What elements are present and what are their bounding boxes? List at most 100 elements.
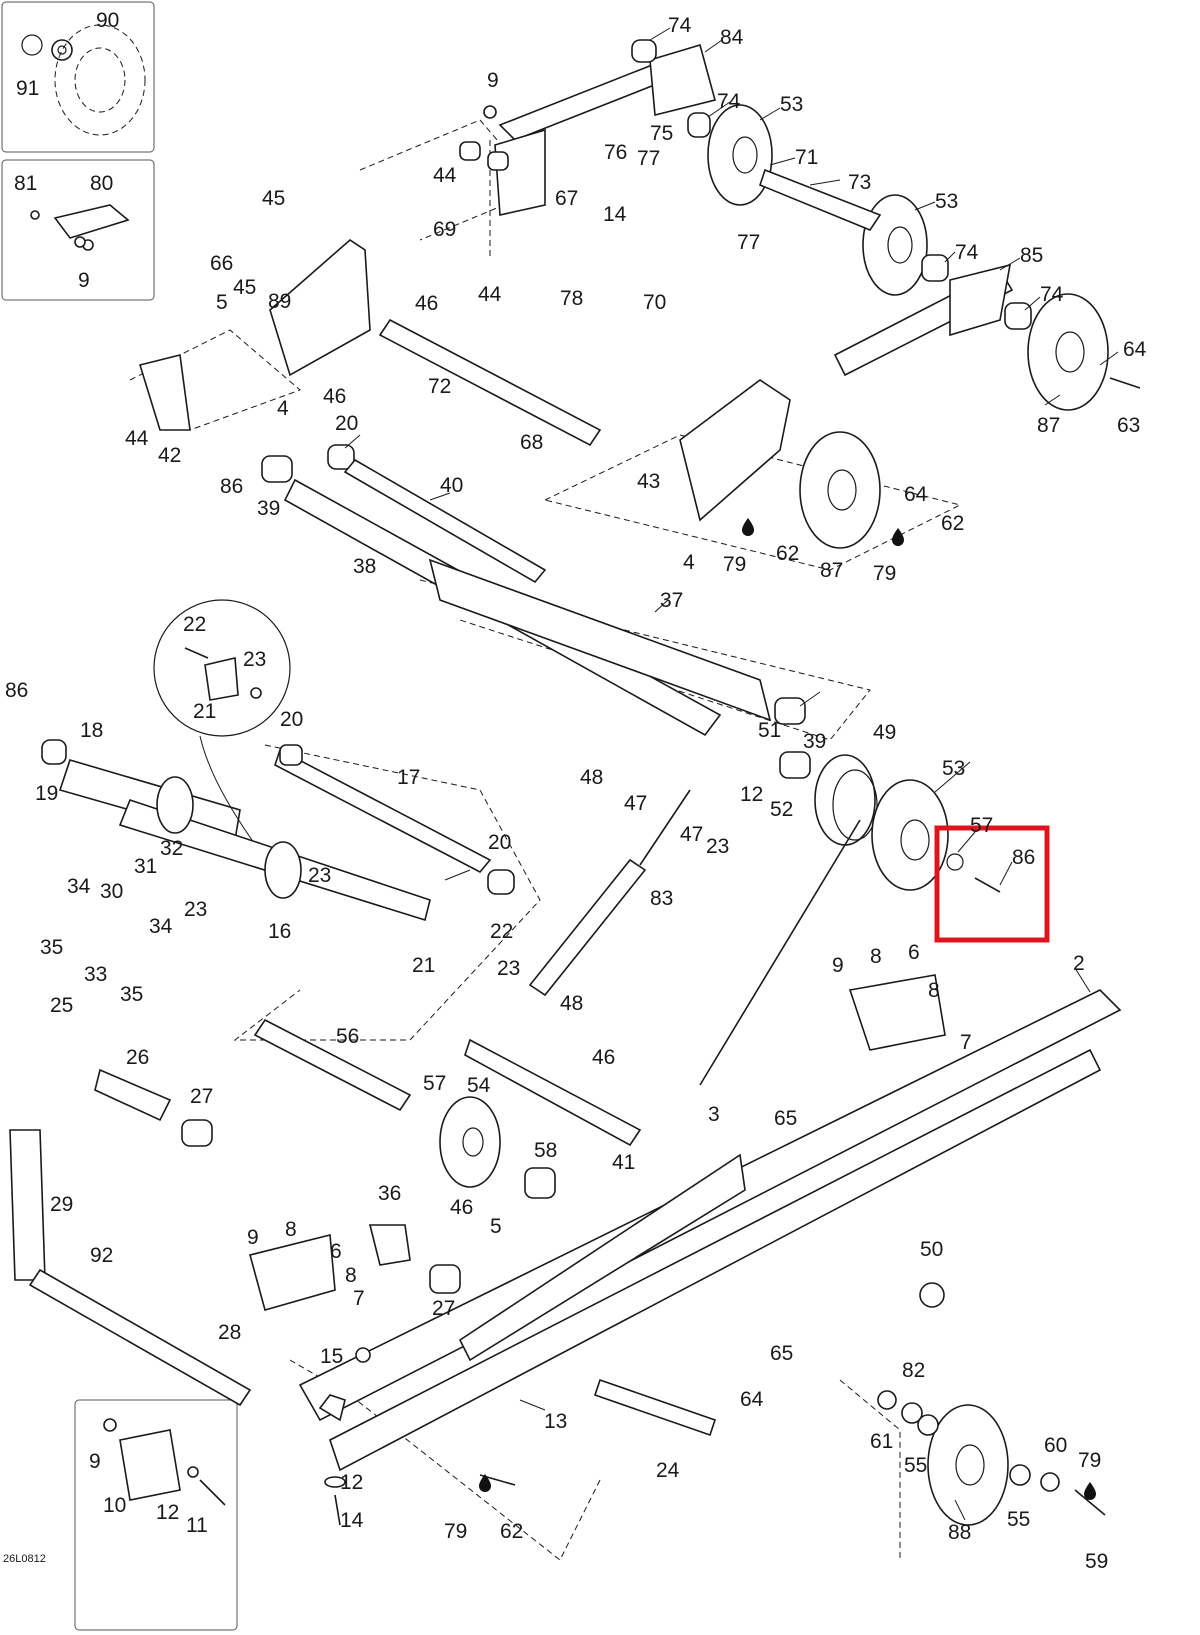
- callout-78: 78: [560, 287, 583, 310]
- oil-drop-icon: [892, 528, 904, 546]
- callout-23: 23: [497, 957, 520, 980]
- callout-labels: 90 91 81 80 9 74 84 9 74 53 75 76 77 71 …: [3, 9, 1147, 1573]
- callout-44: 44: [433, 164, 457, 187]
- callout-6: 6: [908, 941, 920, 964]
- callout-41: 41: [612, 1151, 635, 1174]
- rear-arm-assembly: [41, 739, 515, 922]
- callout-36: 36: [378, 1182, 401, 1205]
- callout-27: 27: [190, 1085, 213, 1108]
- callout-44: 44: [478, 283, 502, 306]
- callout-7: 7: [960, 1031, 972, 1054]
- callout-64: 64: [1123, 338, 1147, 361]
- callout-32: 32: [160, 837, 183, 860]
- callout-35: 35: [120, 983, 143, 1006]
- callout-52: 52: [770, 798, 793, 821]
- callout-7: 7: [353, 1287, 365, 1310]
- callout-90: 90: [96, 9, 119, 32]
- callout-3: 3: [708, 1103, 720, 1126]
- callout-44: 44: [125, 427, 149, 450]
- callout-79: 79: [723, 553, 746, 576]
- callout-77: 77: [737, 231, 760, 254]
- callout-45: 45: [262, 187, 285, 210]
- callout-58: 58: [534, 1139, 557, 1162]
- callout-14: 14: [340, 1509, 364, 1532]
- callout-51: 51: [758, 719, 781, 742]
- callout-12: 12: [740, 783, 763, 806]
- callout-31: 31: [134, 855, 157, 878]
- callout-4: 4: [277, 397, 289, 420]
- callout-82: 82: [902, 1359, 925, 1382]
- callout-81: 81: [14, 172, 37, 195]
- callout-9: 9: [487, 69, 499, 92]
- callout-10: 10: [103, 1494, 126, 1517]
- oil-drop-icon: [1084, 1482, 1096, 1500]
- callout-23: 23: [706, 835, 729, 858]
- callout-71: 71: [795, 146, 818, 169]
- callout-45: 45: [233, 276, 256, 299]
- callout-62: 62: [500, 1520, 523, 1543]
- callout-49: 49: [873, 721, 896, 744]
- callout-65: 65: [774, 1107, 797, 1130]
- callout-15: 15: [320, 1345, 343, 1368]
- callout-74: 74: [717, 90, 741, 113]
- callout-13: 13: [544, 1410, 567, 1433]
- callout-6: 6: [330, 1240, 342, 1263]
- callout-72: 72: [428, 375, 451, 398]
- callout-66: 66: [210, 252, 233, 275]
- lower-components: [9, 1018, 1106, 1526]
- callout-4: 4: [683, 551, 695, 574]
- callout-47: 47: [680, 823, 703, 846]
- callout-12: 12: [156, 1501, 179, 1524]
- callout-69: 69: [433, 218, 456, 241]
- inset-box-bearing: [1, 1, 155, 153]
- shock-absorber: [528, 789, 691, 997]
- callout-46: 46: [592, 1046, 615, 1069]
- callout-84: 84: [720, 26, 744, 49]
- callout-64: 64: [904, 483, 928, 506]
- callout-50: 50: [920, 1238, 943, 1261]
- callout-5: 5: [216, 291, 228, 314]
- callout-43: 43: [637, 470, 660, 493]
- callout-8: 8: [345, 1264, 357, 1287]
- callout-74: 74: [668, 14, 692, 37]
- callout-74: 74: [955, 241, 979, 264]
- callout-60: 60: [1044, 1434, 1067, 1457]
- callout-2: 2: [1073, 952, 1085, 975]
- callout-61: 61: [870, 1430, 893, 1453]
- callout-47: 47: [624, 792, 647, 815]
- callout-73: 73: [848, 171, 871, 194]
- inset-box-slider-stopper: [74, 1399, 238, 1631]
- callout-17: 17: [397, 766, 420, 789]
- callout-79: 79: [1078, 1449, 1101, 1472]
- callout-30: 30: [100, 880, 123, 903]
- inset-box-bracket: [1, 159, 155, 301]
- idler-wheels-upper: [679, 104, 1141, 549]
- callout-79: 79: [873, 562, 896, 585]
- callout-8: 8: [928, 979, 940, 1002]
- callout-34: 34: [149, 915, 173, 938]
- callout-91: 91: [16, 77, 39, 100]
- callout-20: 20: [280, 708, 303, 731]
- callout-92: 92: [90, 1244, 113, 1267]
- callout-62: 62: [776, 542, 799, 565]
- callout-86: 86: [220, 475, 243, 498]
- oil-drop-icon: [742, 518, 754, 536]
- callout-79: 79: [444, 1520, 467, 1543]
- callout-77: 77: [637, 147, 660, 170]
- callout-23: 23: [184, 898, 207, 921]
- callout-33: 33: [84, 963, 107, 986]
- callout-46: 46: [415, 292, 438, 315]
- callout-20: 20: [335, 412, 358, 435]
- callout-87: 87: [1037, 414, 1060, 437]
- callout-22: 22: [183, 613, 206, 636]
- lubricant-drop-icons: [479, 518, 1096, 1500]
- callout-8: 8: [285, 1218, 297, 1241]
- callout-16: 16: [268, 920, 291, 943]
- callout-48: 48: [580, 766, 603, 789]
- front-arm-assembly: [74, 39, 716, 431]
- callout-11: 11: [186, 1514, 208, 1537]
- callout-65: 65: [770, 1342, 793, 1365]
- callout-53: 53: [942, 757, 965, 780]
- callout-35: 35: [40, 936, 63, 959]
- callout-18: 18: [80, 719, 103, 742]
